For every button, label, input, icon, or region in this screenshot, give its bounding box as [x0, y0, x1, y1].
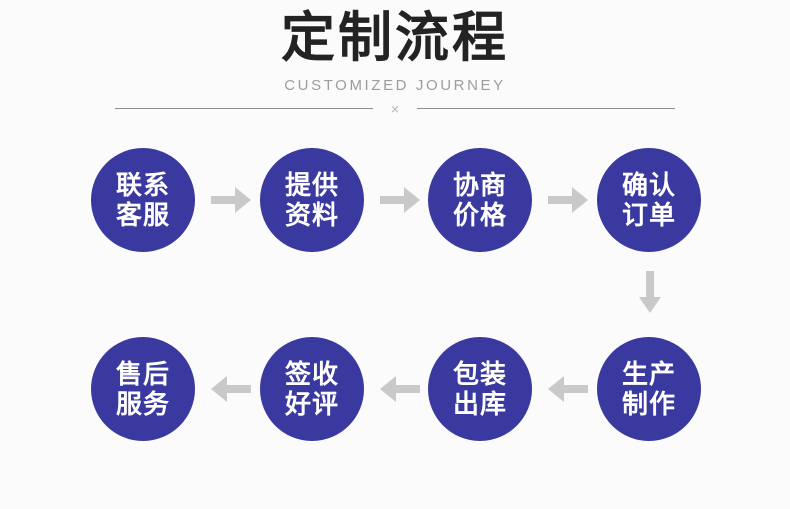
flow-node-label-line1: 包装 — [452, 359, 507, 389]
flow-node-label-line1: 售后 — [115, 359, 170, 389]
divider-cross-icon: × — [390, 101, 400, 117]
flow-node-label-line2: 制作 — [621, 389, 676, 419]
flow-node-negotiate-price[interactable]: 协商 价格 — [428, 148, 532, 252]
flow-node-label-line2: 客服 — [115, 200, 170, 230]
flow-node-production[interactable]: 生产 制作 — [597, 337, 701, 441]
flow-node-confirm-order[interactable]: 确认 订单 — [597, 148, 701, 252]
flow-node-contact-service[interactable]: 联系 客服 — [91, 148, 195, 252]
flow-node-label-line2: 出库 — [452, 389, 507, 419]
page-title: 定制流程 — [281, 8, 509, 68]
flow-node-signoff-review[interactable]: 签收 好评 — [260, 337, 364, 441]
page-subtitle: CUSTOMIZED JOURNEY — [284, 77, 506, 94]
flow-node-label-line1: 联系 — [115, 170, 170, 200]
arrow-down-icon — [639, 271, 661, 313]
arrow-left-icon-3 — [548, 376, 588, 402]
divider-line-right — [417, 108, 675, 109]
flow-node-label-line2: 资料 — [284, 200, 339, 230]
flow-node-label-line1: 协商 — [452, 170, 507, 200]
flow-node-label-line1: 确认 — [621, 170, 676, 200]
flow-node-label-line2: 好评 — [284, 389, 339, 419]
flow-node-label-line1: 签收 — [284, 359, 339, 389]
arrow-left-icon-2 — [380, 376, 420, 402]
arrow-right-icon-2 — [380, 187, 420, 213]
header-divider: × — [115, 100, 675, 118]
flow-node-packaging-shipping[interactable]: 包装 出库 — [428, 337, 532, 441]
divider-line-left — [115, 108, 373, 109]
flow-node-label-line2: 价格 — [452, 200, 507, 230]
flow-node-label-line1: 生产 — [621, 359, 676, 389]
flow-node-label-line2: 订单 — [621, 200, 676, 230]
flow-node-provide-materials[interactable]: 提供 资料 — [260, 148, 364, 252]
process-flow-diagram: 联系 客服 提供 资料 协商 价格 确认 订单 售后 服务 签收 好评 — [0, 130, 790, 509]
arrow-left-icon-1 — [211, 376, 251, 402]
flow-node-after-sales-service[interactable]: 售后 服务 — [91, 337, 195, 441]
arrow-right-icon-1 — [211, 187, 251, 213]
flow-node-label-line2: 服务 — [115, 389, 170, 419]
page-header: 定制流程 CUSTOMIZED JOURNEY × — [0, 0, 790, 130]
flow-node-label-line1: 提供 — [284, 170, 339, 200]
arrow-right-icon-3 — [548, 187, 588, 213]
